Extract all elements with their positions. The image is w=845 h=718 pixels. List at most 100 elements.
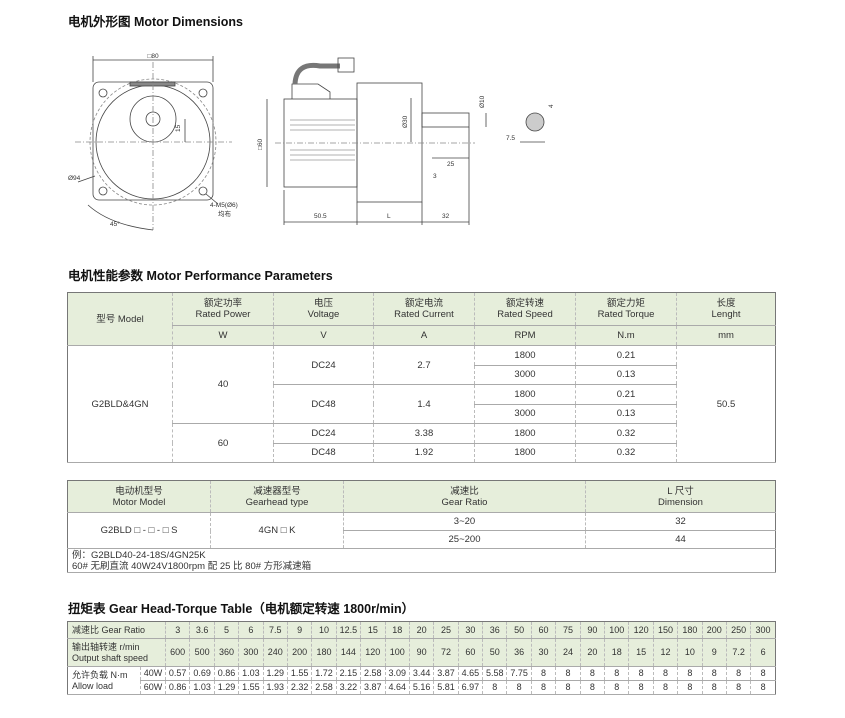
load-cell: 8 (579, 666, 606, 681)
unit: W (172, 325, 274, 346)
speeds-cell: 12 (652, 638, 679, 667)
ratios-cell: 200 (701, 621, 727, 639)
current-cell: 2.7 (373, 345, 475, 385)
ratios-cell: 180 (677, 621, 703, 639)
current-cell: 1.92 (373, 443, 475, 463)
unit: mm (676, 325, 776, 346)
ratios-cell: 75 (555, 621, 581, 639)
col-model: 型号 Model (67, 292, 173, 346)
example-line: 例：G2BLD40-24-18S/4GN25K (72, 549, 206, 561)
model-cell: G2BLD&4GN (67, 345, 173, 463)
ratios-cell: 20 (408, 621, 435, 639)
ratios-cell: 250 (725, 621, 752, 639)
speed-cell: 1800 (474, 443, 576, 463)
col-label: Gear Ratio (441, 496, 488, 508)
torque-cell: 0.32 (575, 423, 677, 444)
load-cell: 8 (506, 680, 532, 695)
voltage-cell: DC48 (273, 443, 374, 463)
row-label: 输出轴转速 r/min (72, 641, 140, 652)
row-label: Allow load (72, 680, 114, 691)
load-cell: 3.09 (384, 666, 410, 681)
speed-cell: 3000 (474, 404, 576, 424)
speeds-cell: 36 (506, 638, 532, 667)
load-cell: 8 (555, 680, 581, 695)
load-cell: 2.15 (335, 666, 362, 681)
load-cell: 8 (579, 680, 606, 695)
voltage-cell: DC24 (273, 345, 374, 385)
unit: RPM (474, 325, 576, 346)
load-cell: 8 (701, 666, 727, 681)
load-cell: 4.65 (457, 666, 484, 681)
col-label: 电动机型号 (115, 485, 163, 497)
speed-cell: 1800 (474, 345, 576, 366)
col-label: 额定功率 (203, 298, 242, 309)
ratios-cell: 36 (482, 621, 508, 639)
example-line: 60# 无刷直流 40W24V1800rpm 配 25 比 80# 方形减速箱 (72, 560, 312, 572)
torque-cell: 0.13 (575, 365, 677, 385)
load-cell: 1.93 (262, 680, 288, 695)
load-cell: 1.29 (213, 680, 240, 695)
load-cell: 7.75 (506, 666, 532, 681)
load-cell: 3.44 (408, 666, 435, 681)
load-cell: 8 (750, 666, 776, 681)
speeds-cell: 6 (750, 638, 776, 667)
dim-key: 4 (548, 104, 555, 108)
col-label: Rated Torque (597, 309, 655, 320)
load-cell: 8 (482, 680, 508, 695)
ratios-cell: 300 (750, 621, 776, 639)
load-cell: 1.03 (189, 680, 215, 695)
load-cell: 1.29 (262, 666, 288, 681)
load-cell: 8 (628, 666, 654, 681)
load-cell: 8 (555, 666, 581, 681)
speeds-cell: 100 (384, 638, 410, 667)
col-label: L 尺寸 (667, 485, 694, 497)
speeds-cell: 20 (579, 638, 606, 667)
motor-dimension-drawing: □80 15 Ø94 4-M5(Ø6) 均布 45° □60 Ø30 Ø10 2… (68, 53, 555, 231)
speed-cell: 3000 (474, 365, 576, 385)
voltage-cell: DC24 (273, 423, 374, 444)
load-cell: 2.58 (360, 666, 386, 681)
dim-flange: Ø30 (402, 115, 409, 128)
unit: N.m (575, 325, 677, 346)
load-cell: 5.58 (482, 666, 508, 681)
speed-cell: 1800 (474, 384, 576, 405)
load-cell: 8 (530, 680, 557, 695)
ratio-cell: 3~20 (343, 512, 586, 531)
speeds-cell: 300 (238, 638, 264, 667)
ratios-cell: 18 (384, 621, 410, 639)
load-cell: 1.55 (238, 680, 264, 695)
ratios-cell: 25 (433, 621, 459, 639)
ratios-cell: 9 (286, 621, 313, 639)
load-cell: 8 (530, 666, 557, 681)
col-label: 额定转速 (505, 298, 544, 309)
dim-offset: 15 (175, 124, 182, 132)
col-label: 额定力矩 (606, 298, 645, 309)
speeds-cell: 120 (360, 638, 386, 667)
speeds-cell: 9 (701, 638, 727, 667)
dim-side-square: □60 (257, 138, 264, 150)
load-cell: 8 (628, 680, 654, 695)
col-label: 减速器型号 (253, 485, 301, 497)
load-cell: 8 (652, 666, 679, 681)
speeds-cell: 30 (530, 638, 557, 667)
load-cell: 8 (677, 666, 703, 681)
dimension-cell: 44 (585, 530, 776, 549)
ratios-cell: 7.5 (262, 621, 288, 639)
load-cell: 0.69 (189, 666, 215, 681)
col-label: Gearhead type (245, 496, 309, 508)
section-title-dimensions: 电机外形图 Motor Dimensions (68, 15, 244, 29)
load-cell: 1.03 (238, 666, 264, 681)
dim-pcd: Ø94 (68, 175, 81, 182)
col-label: Motor Model (112, 496, 166, 508)
